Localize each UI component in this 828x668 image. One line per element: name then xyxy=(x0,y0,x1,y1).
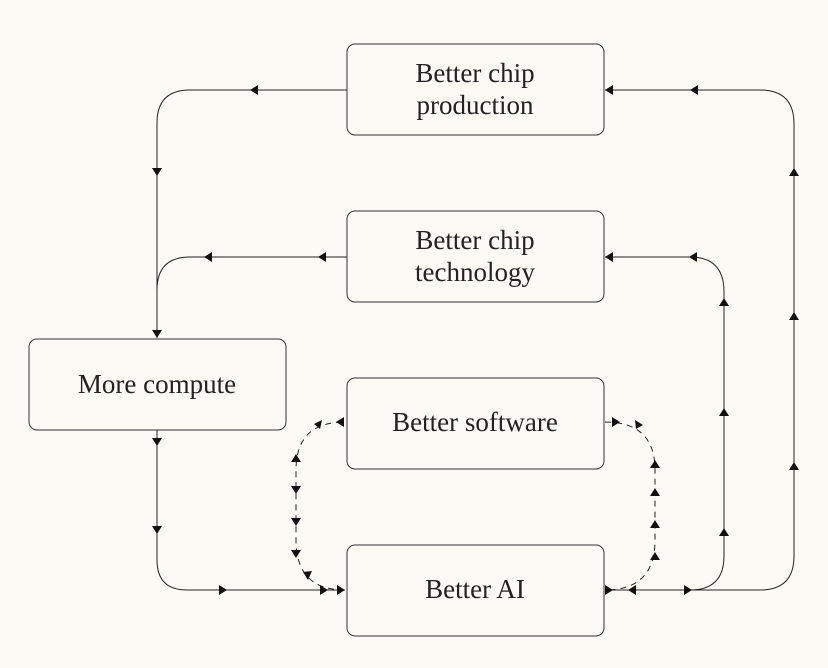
node-label: More compute xyxy=(78,369,236,399)
node-label-line1: Better chip xyxy=(415,58,534,88)
edge-ai-to-production xyxy=(605,89,795,591)
edge-software-to-ai xyxy=(604,421,656,591)
edge-compute-to-ai xyxy=(156,430,345,591)
edge-technology-to-compute xyxy=(156,256,347,291)
node-label-line1: Better chip xyxy=(415,225,534,255)
node-box xyxy=(28,338,287,431)
node-label: Better software xyxy=(392,407,558,437)
node-label-line2: production xyxy=(417,90,534,120)
node-label: Better AI xyxy=(425,574,525,604)
node-box xyxy=(346,377,605,470)
node-label-line2: technology xyxy=(415,257,535,287)
node-more-compute: More compute xyxy=(28,338,287,431)
node-better-ai: Better AI xyxy=(346,544,605,637)
node-better-chip-technology: Better chip technology xyxy=(346,210,605,303)
node-better-software: Better software xyxy=(346,377,605,470)
node-box xyxy=(346,210,605,303)
node-box xyxy=(346,544,605,637)
node-better-chip-production: Better chip production xyxy=(346,43,605,136)
node-box xyxy=(346,43,605,136)
arrowheads xyxy=(152,85,799,595)
edge-ai-to-technology xyxy=(605,256,725,591)
edge-ai-to-software xyxy=(295,421,346,591)
edges xyxy=(156,89,795,591)
edge-production-to-compute xyxy=(156,89,347,338)
